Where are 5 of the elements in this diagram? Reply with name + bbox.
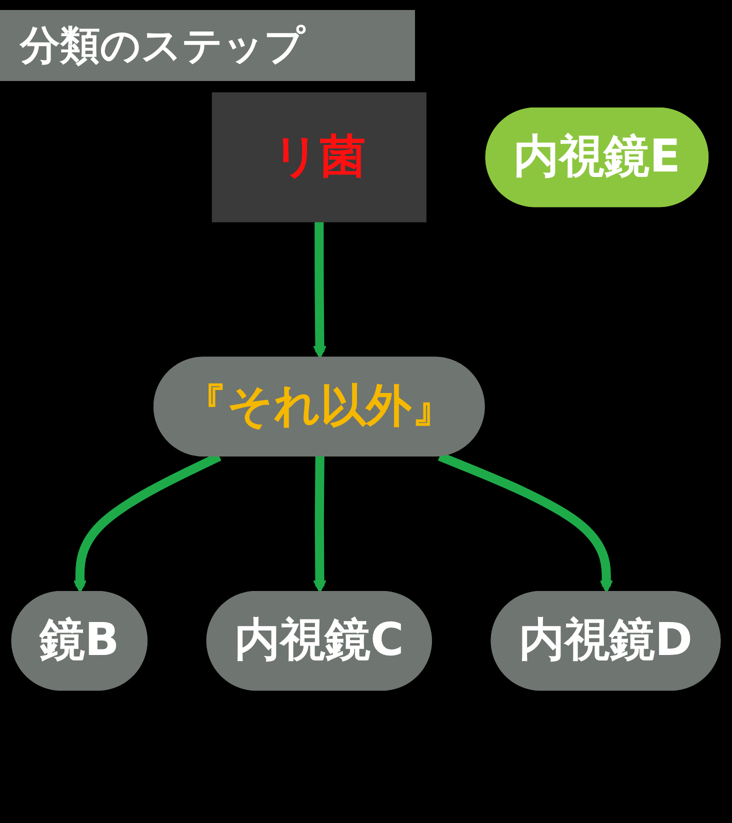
arrow [313, 222, 326, 359]
arrow [313, 456, 326, 594]
arrow [438, 452, 613, 594]
node-box: リ菌 [212, 92, 426, 222]
title-banner: 分類のステップ [0, 10, 415, 81]
